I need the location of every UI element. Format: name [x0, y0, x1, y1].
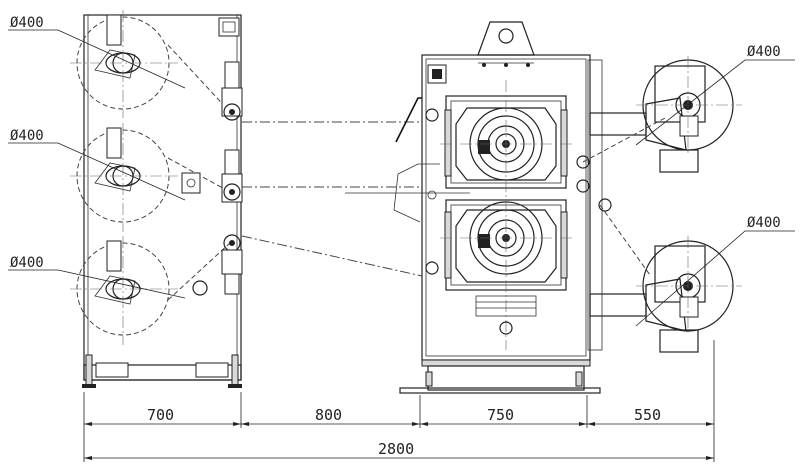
right-rewind-top: [582, 56, 795, 276]
dimension-seg4: 550: [634, 406, 661, 424]
diameter-label-left-bottom: Ø400: [10, 255, 44, 271]
dimension-seg3: 750: [487, 406, 514, 424]
dimension-seg2: 800: [315, 406, 342, 424]
diameter-label-right-bottom: Ø400: [747, 215, 781, 231]
left-unwind-stand: [8, 10, 243, 388]
diameter-label-left-middle: Ø400: [10, 128, 44, 144]
diameter-label-left-top: Ø400: [10, 15, 44, 31]
guide-roller-bottom: [192, 234, 243, 296]
left-frame-outline: [83, 14, 242, 381]
dimension-seg1: 700: [147, 406, 174, 424]
dimension-lines: [83, 340, 715, 462]
right-rewind-bottom: [589, 230, 795, 353]
guide-roller-top: [221, 61, 243, 121]
guide-roller-middle: [181, 149, 243, 203]
diameter-label-right-top: Ø400: [747, 44, 781, 60]
web-path-bottom: [241, 235, 423, 277]
central-laminator: [393, 21, 612, 394]
dimension-total: 2800: [378, 440, 414, 458]
